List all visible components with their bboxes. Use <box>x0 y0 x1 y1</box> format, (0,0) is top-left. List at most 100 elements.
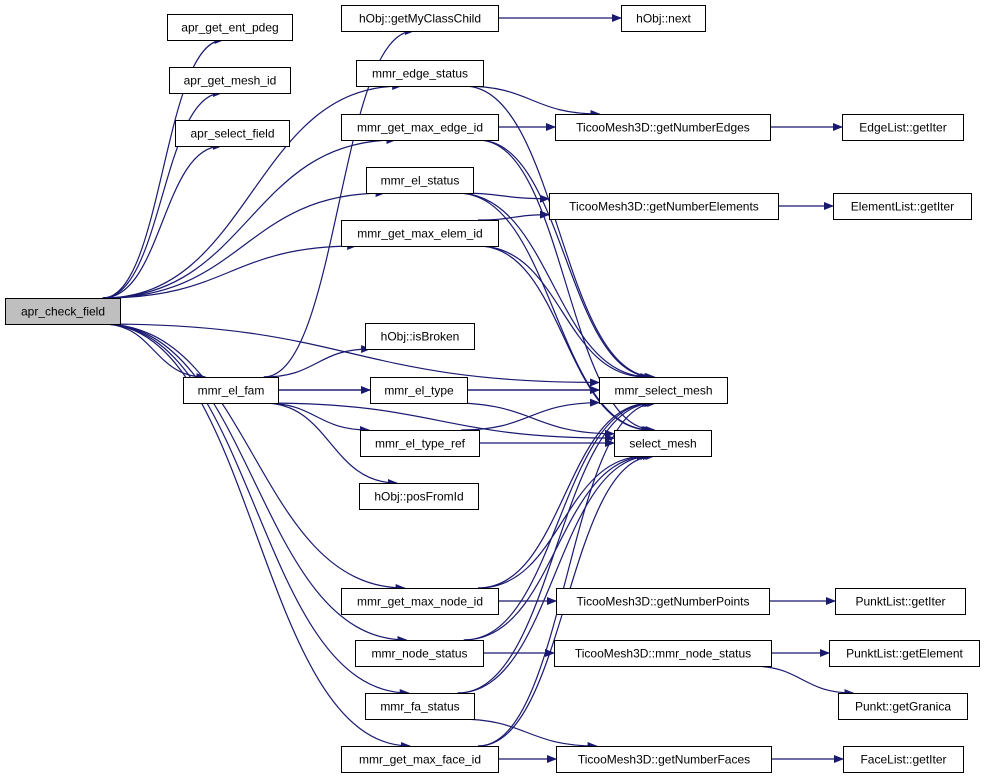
node-getNumberElements[interactable]: TicooMesh3D::getNumberElements <box>549 193 779 220</box>
node-next[interactable]: hObj::next <box>621 5 706 32</box>
node-box[interactable] <box>829 640 980 667</box>
node-label: apr_check_field <box>21 305 105 319</box>
node-mmr-node-status[interactable]: mmr_node_status <box>355 640 484 667</box>
node-box[interactable] <box>556 588 770 615</box>
node-getGranica[interactable]: Punkt::getGranica <box>838 693 968 720</box>
node-mmr-get-max-edge-id[interactable]: mmr_get_max_edge_id <box>341 114 499 141</box>
node-label: mmr_node_status <box>371 647 467 661</box>
node-label: mmr_el_type <box>384 384 454 398</box>
node-box[interactable] <box>554 640 772 667</box>
node-label: mmr_get_max_edge_id <box>357 121 483 135</box>
node-box[interactable] <box>341 5 499 32</box>
edge-apr_check_field-to-mmr_edge_status <box>102 82 403 299</box>
node-mmr-get-max-elem-id[interactable]: mmr_get_max_elem_id <box>341 220 499 247</box>
node-box[interactable] <box>838 693 968 720</box>
edge-mmr_get_max_elem_id-to-mmr_select_mesh <box>477 245 648 381</box>
node-mmr-get-max-node-id[interactable]: mmr_get_max_node_id <box>341 588 499 615</box>
node-posFromId[interactable]: hObj::posFromId <box>359 483 479 510</box>
node-box[interactable] <box>556 746 772 773</box>
edge-mmr_el_status-to-select_mesh <box>456 192 653 434</box>
node-label: mmr_select_mesh <box>614 384 712 398</box>
node-getNumberFaces[interactable]: TicooMesh3D::getNumberFaces <box>556 746 772 773</box>
node-isBroken[interactable]: hObj::isBroken <box>365 323 475 350</box>
node-apr-check-field[interactable]: apr_check_field <box>5 298 121 325</box>
node-box[interactable] <box>183 377 279 404</box>
node-FaceList-getIter[interactable]: FaceList::getIter <box>843 746 964 773</box>
node-box[interactable] <box>167 14 293 41</box>
node-mmr-edge-status[interactable]: mmr_edge_status <box>356 60 484 87</box>
node-mmr-el-type[interactable]: mmr_el_type <box>370 377 468 404</box>
node-apr-get-ent-pdeg[interactable]: apr_get_ent_pdeg <box>167 14 293 41</box>
node-box[interactable] <box>833 193 972 220</box>
edge-line <box>457 718 598 750</box>
edge-apr_check_field-to-mmr_get_max_elem_id <box>102 242 358 299</box>
node-box[interactable] <box>366 167 474 194</box>
node-getNumberPoints[interactable]: TicooMesh3D::getNumberPoints <box>556 588 770 615</box>
node-apr-select-field[interactable]: apr_select_field <box>175 120 290 147</box>
node-box[interactable] <box>370 377 468 404</box>
node-box[interactable] <box>360 430 480 457</box>
node-box[interactable] <box>599 377 728 404</box>
node-box[interactable] <box>5 298 121 325</box>
node-TM-mmr-node-status[interactable]: TicooMesh3D::mmr_node_status <box>554 640 772 667</box>
edge-mmr_get_max_face_id-to-mmr_select_mesh <box>477 399 658 747</box>
node-box[interactable] <box>356 60 484 87</box>
node-box[interactable] <box>341 220 499 247</box>
node-box[interactable] <box>835 588 966 615</box>
node-mmr-get-max-face-id[interactable]: mmr_get_max_face_id <box>341 746 499 773</box>
node-mmr-fa-status[interactable]: mmr_fa_status <box>365 693 475 720</box>
edge-line <box>102 323 600 387</box>
edge-mmr_fa_status-to-getNumberFaces <box>457 718 598 750</box>
node-box[interactable] <box>359 483 479 510</box>
node-box[interactable] <box>621 5 706 32</box>
nodes-layer: apr_check_field apr_get_ent_pdeg apr_get_m… <box>5 5 980 773</box>
edge-line <box>461 398 600 431</box>
node-mmr-select-mesh[interactable]: mmr_select_mesh <box>599 377 728 404</box>
node-mmr-el-status[interactable]: mmr_el_status <box>366 167 474 194</box>
edge-mmr_node_status-to-select_mesh <box>463 452 651 641</box>
node-box[interactable] <box>341 114 499 141</box>
edge-line <box>102 36 225 299</box>
node-box[interactable] <box>555 114 771 141</box>
node-select-mesh[interactable]: select_mesh <box>614 430 712 457</box>
node-getNumberEdges[interactable]: TicooMesh3D::getNumberEdges <box>555 114 771 141</box>
node-box[interactable] <box>365 693 475 720</box>
node-label: mmr_el_type_ref <box>375 437 466 451</box>
node-EdgeList-getIter[interactable]: EdgeList::getIter <box>842 114 964 141</box>
node-box[interactable] <box>341 746 499 773</box>
edge-line <box>102 323 412 750</box>
node-label: ElementList::getIter <box>851 200 954 214</box>
node-box[interactable] <box>175 120 290 147</box>
node-label: mmr_get_max_node_id <box>357 595 483 609</box>
node-box[interactable] <box>843 746 964 773</box>
edge-TM_mmr_node_status-to-getGranica <box>750 665 855 697</box>
node-label: apr_get_mesh_id <box>184 74 277 88</box>
node-box[interactable] <box>614 430 712 457</box>
node-box[interactable] <box>842 114 964 141</box>
node-getMyClassChild[interactable]: hObj::getMyClassChild <box>341 5 499 32</box>
node-mmr-el-type-ref[interactable]: mmr_el_type_ref <box>360 430 480 457</box>
node-label: mmr_edge_status <box>372 67 468 81</box>
node-ElementList-getIter[interactable]: ElementList::getIter <box>833 193 972 220</box>
node-label: apr_select_field <box>190 127 274 141</box>
node-label: hObj::posFromId <box>374 490 463 504</box>
node-box[interactable] <box>341 588 499 615</box>
edge-apr_check_field-to-mmr_get_max_edge_id <box>102 136 397 299</box>
edge-apr_check_field-to-apr_select_field <box>102 142 223 299</box>
node-PunktList-getElement[interactable]: PunktList::getElement <box>829 640 980 667</box>
edge-line <box>477 399 652 589</box>
node-mmr-el-fam[interactable]: mmr_el_fam <box>183 377 279 404</box>
node-box[interactable] <box>365 323 475 350</box>
node-PunktList-getIter[interactable]: PunktList::getIter <box>835 588 966 615</box>
node-label: PunktList::getElement <box>846 647 963 661</box>
edge-line <box>102 323 408 644</box>
edge-line <box>102 242 358 299</box>
edge-line <box>463 85 601 118</box>
node-box[interactable] <box>549 193 779 220</box>
node-box[interactable] <box>355 640 484 667</box>
node-box[interactable] <box>169 67 291 94</box>
node-label: apr_get_ent_pdeg <box>181 21 278 35</box>
node-apr-get-mesh-id[interactable]: apr_get_mesh_id <box>169 67 291 94</box>
edge-apr_check_field-to-mmr_get_max_face_id <box>102 323 412 750</box>
edge-line <box>463 85 656 381</box>
